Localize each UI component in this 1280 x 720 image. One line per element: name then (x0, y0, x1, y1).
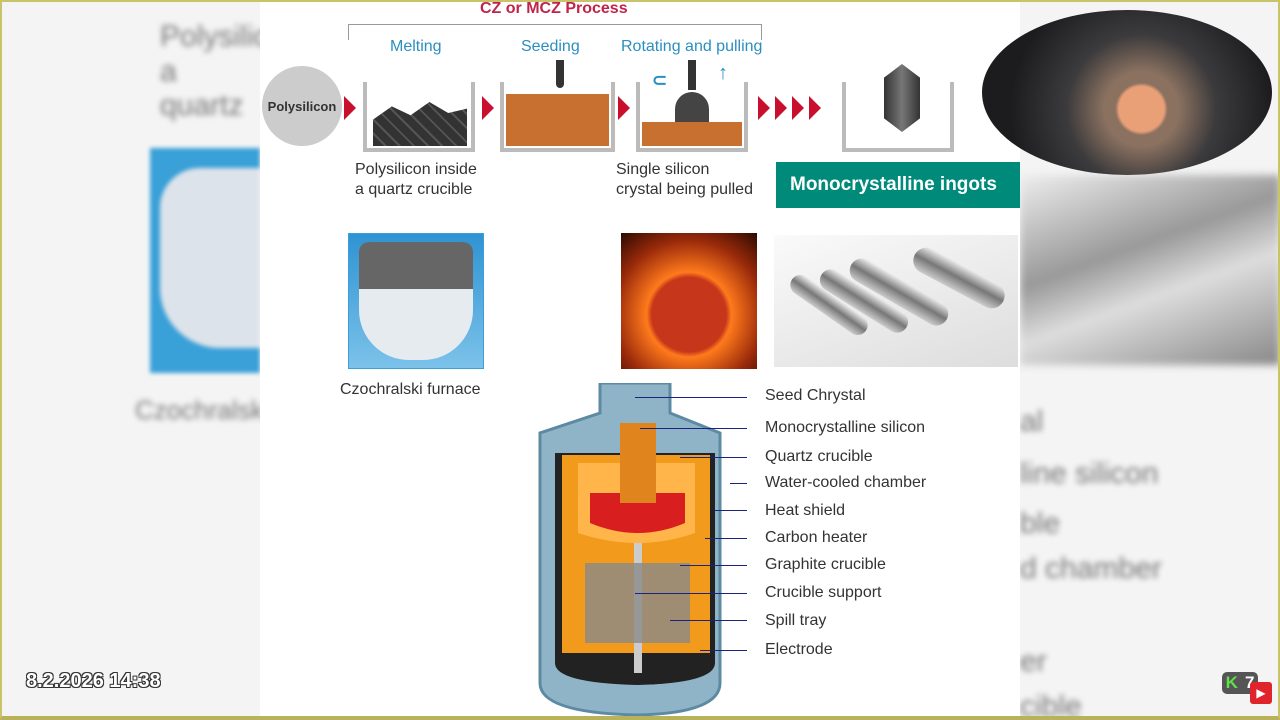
step-rotating-pulling: Rotating and pulling (621, 38, 763, 55)
webcam-overlay (982, 10, 1272, 175)
polysilicon-circle: Polysilicon (262, 66, 342, 146)
crucible-photo (348, 233, 484, 369)
crucible-seeding (500, 60, 615, 152)
arrow-icon (809, 96, 821, 120)
process-title: CZ or MCZ Process (480, 0, 628, 17)
blurred-text: er (1020, 645, 1047, 678)
arrow-icon (618, 96, 630, 120)
blurred-ingots-photo (1020, 175, 1280, 365)
step-melting: Melting (390, 38, 442, 55)
label-spill-tray: Spill tray (765, 612, 827, 629)
blurred-text: Czochralsk (135, 395, 260, 425)
label-seed-crystal: Seed Chrystal (765, 387, 866, 404)
label-monocrystalline-silicon: Monocrystalline silicon (765, 419, 926, 436)
label-heat-shield: Heat shield (765, 502, 846, 519)
arrow-icon (792, 96, 804, 120)
process-diagram: CZ or MCZ Process Polysilicon Melting Se… (260, 0, 1020, 720)
badge-number: 7 (1245, 673, 1254, 693)
blurred-text: line silicon (1020, 457, 1159, 490)
blurred-text: Polysilic (160, 20, 260, 53)
blurred-text: ble (1020, 507, 1061, 540)
furnace-photo (621, 233, 757, 369)
crucible-pulling: ↑⊂ (636, 60, 748, 152)
crucible-ingot (842, 64, 954, 152)
ingots-photo (774, 235, 1018, 367)
furnace-cutaway-illustration (538, 383, 722, 717)
blurred-background-left: Polysilic a quartz Czochralsk (0, 0, 260, 720)
arrow-icon (482, 96, 494, 120)
ingot-shape (884, 64, 920, 132)
blurred-text: a quartz (160, 55, 244, 122)
label-water-cooled-chamber: Water-cooled chamber (765, 474, 927, 491)
process-bracket (348, 24, 762, 40)
timestamp: 8.2.2026 14:38 (26, 670, 161, 692)
rotate-icon: ⊂ (652, 70, 668, 90)
furnace-caption: Czochralski furnace (340, 381, 481, 398)
blurred-text: cible (1020, 690, 1082, 720)
arrow-icon (775, 96, 787, 120)
arrow-icon (344, 96, 356, 120)
label-graphite-crucible: Graphite crucible (765, 556, 886, 573)
up-arrow-icon: ↑ (718, 62, 728, 84)
blurred-text: d chamber (1020, 552, 1162, 585)
step-seeding: Seeding (521, 38, 580, 55)
label-carbon-heater: Carbon heater (765, 529, 868, 546)
channel-logo: K (1225, 673, 1238, 692)
crucible-melting (363, 82, 475, 152)
blurred-text: al (1020, 405, 1044, 438)
channel-badge: K 7 (1222, 672, 1258, 694)
label-crucible-support: Crucible support (765, 584, 882, 601)
subscribe-icon[interactable]: ▶ (1250, 682, 1272, 704)
label-electrode: Electrode (765, 641, 833, 658)
label-quartz-crucible: Quartz crucible (765, 448, 873, 465)
arrow-icon (758, 96, 770, 120)
result-banner: Monocrystalline ingots (776, 162, 1020, 208)
blurred-crucible-photo (150, 148, 260, 373)
